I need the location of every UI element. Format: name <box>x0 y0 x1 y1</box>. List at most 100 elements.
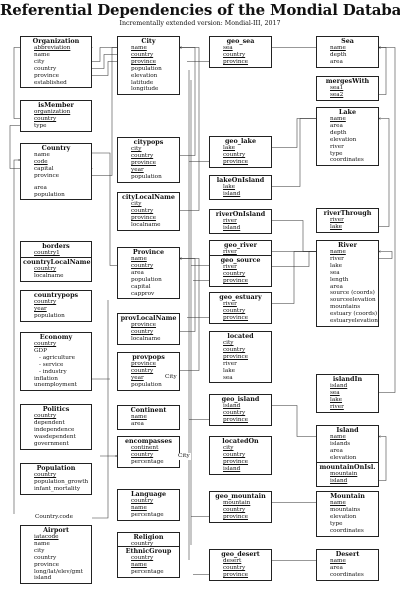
attribute-row: river <box>330 217 344 224</box>
entity-title: Country <box>41 144 71 152</box>
attribute-row: country <box>223 52 246 59</box>
entity-title: Organization <box>32 37 80 45</box>
attribute-row: country <box>34 341 57 348</box>
entity-title: River <box>338 241 357 249</box>
attribute-row: area <box>131 421 144 428</box>
attribute-row: mountain <box>223 500 251 507</box>
attribute-row: wasdependent <box>34 433 76 440</box>
attribute-row: area <box>330 123 343 130</box>
attribute-row: province <box>223 278 249 285</box>
attribute-row: continent <box>131 445 159 452</box>
attribute-row: localname <box>131 336 161 343</box>
attribute-row: sourceelevation <box>330 297 376 304</box>
entity-title: Desert <box>335 550 360 558</box>
attribute-row: island <box>330 383 348 390</box>
entity-title: provLocalName <box>120 314 177 322</box>
entity-title: Sea <box>341 37 354 45</box>
attribute-row: - service <box>39 361 64 368</box>
attribute-row: country <box>223 152 246 159</box>
attribute-row: type <box>330 150 343 157</box>
city-reference-label-2: City <box>177 453 191 460</box>
attribute-row: country <box>131 52 154 59</box>
entity-title: encompasses <box>124 437 173 445</box>
attribute-row: island <box>223 465 241 472</box>
attribute-row: latitude <box>131 79 154 86</box>
attribute-row: city <box>131 201 142 208</box>
attribute-row: country <box>34 554 57 561</box>
entity-title: geo_desert <box>221 550 260 558</box>
attribute-row: area <box>330 283 343 290</box>
entity-title: citypops <box>133 138 164 146</box>
attribute-row: mountains <box>330 507 361 514</box>
attribute-row: island <box>223 225 241 232</box>
attribute-row: percentage <box>131 569 164 576</box>
entity-title: Politics <box>42 405 70 413</box>
page-subtitle: Incrementally extended version: Mondial-… <box>119 20 281 27</box>
reference-line <box>272 405 324 437</box>
attribute-row: area <box>34 184 47 191</box>
attribute-row: country <box>131 498 154 505</box>
reference-line <box>272 119 324 187</box>
attribute-row: abbreviation <box>34 45 71 52</box>
entity-title: Island <box>336 426 359 434</box>
entity-title: geo_lake <box>224 137 257 145</box>
page-title: Referential Dependencies of the Mondial … <box>0 1 400 19</box>
entity-title: geo_mountain <box>215 492 266 500</box>
attribute-row: name <box>330 500 346 507</box>
attribute-row: name <box>330 249 346 256</box>
attribute-row: country <box>131 153 154 160</box>
attribute-row: longitude <box>131 86 159 93</box>
attribute-row: population_growth <box>34 479 89 486</box>
attribute-row: city <box>223 340 234 347</box>
attribute-row: islands <box>330 441 351 448</box>
entity-title: EthnicGroup <box>125 547 172 555</box>
attribute-row: area <box>330 59 343 66</box>
attribute-row: river <box>223 218 237 225</box>
attribute-row: - industry <box>39 368 67 375</box>
attribute-row: country <box>34 116 57 123</box>
attribute-row: province <box>223 159 249 166</box>
attribute-row: country <box>34 299 57 306</box>
attribute-row: river <box>330 256 344 263</box>
entity-title: geo_source <box>220 256 261 264</box>
attribute-row: type <box>34 123 47 130</box>
attribute-row: island <box>330 478 348 485</box>
attribute-row: name <box>330 558 346 565</box>
attribute-row: country <box>223 271 246 278</box>
entity-title: Religion <box>133 533 164 541</box>
attribute-row: localname <box>34 273 64 280</box>
attribute-row: area <box>131 270 144 277</box>
attribute-row: localname <box>131 221 161 228</box>
attribute-row: province <box>131 59 157 66</box>
entity-title: riverOnIsland <box>215 210 266 218</box>
attribute-row: desert <box>223 558 242 565</box>
attribute-row: country <box>223 308 246 315</box>
attribute-row: lake <box>330 224 343 231</box>
attribute-row: country <box>131 263 154 270</box>
attribute-row: unemployment <box>34 382 77 389</box>
attribute-row: infant_mortality <box>34 486 81 493</box>
attribute-row: estuaryelevation <box>330 317 378 324</box>
entity-title: countryLocalName <box>23 258 91 266</box>
attribute-row: country <box>34 472 57 479</box>
entity-title: mergesWith <box>325 77 370 85</box>
